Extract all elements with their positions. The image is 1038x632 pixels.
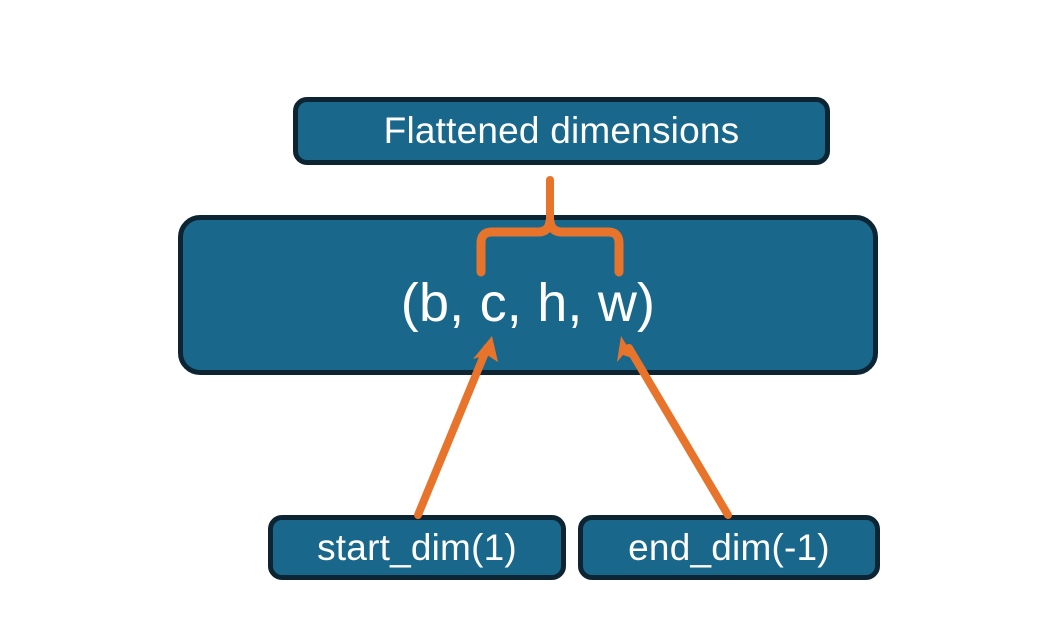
tensor-shape-label: (b, c, h, w) [400, 273, 656, 333]
start-dim-box: start_dim(1) [268, 515, 566, 580]
flattened-dimensions-label: Flattened dimensions [383, 110, 740, 151]
start-dim-label: start_dim(1) [317, 526, 517, 568]
flattened-dimensions-box: Flattened dimensions [293, 97, 830, 165]
end-dim-label: end_dim(-1) [628, 526, 830, 568]
tensor-shape-box: (b, c, h, w) [178, 215, 878, 375]
end-dim-box: end_dim(-1) [578, 515, 880, 580]
